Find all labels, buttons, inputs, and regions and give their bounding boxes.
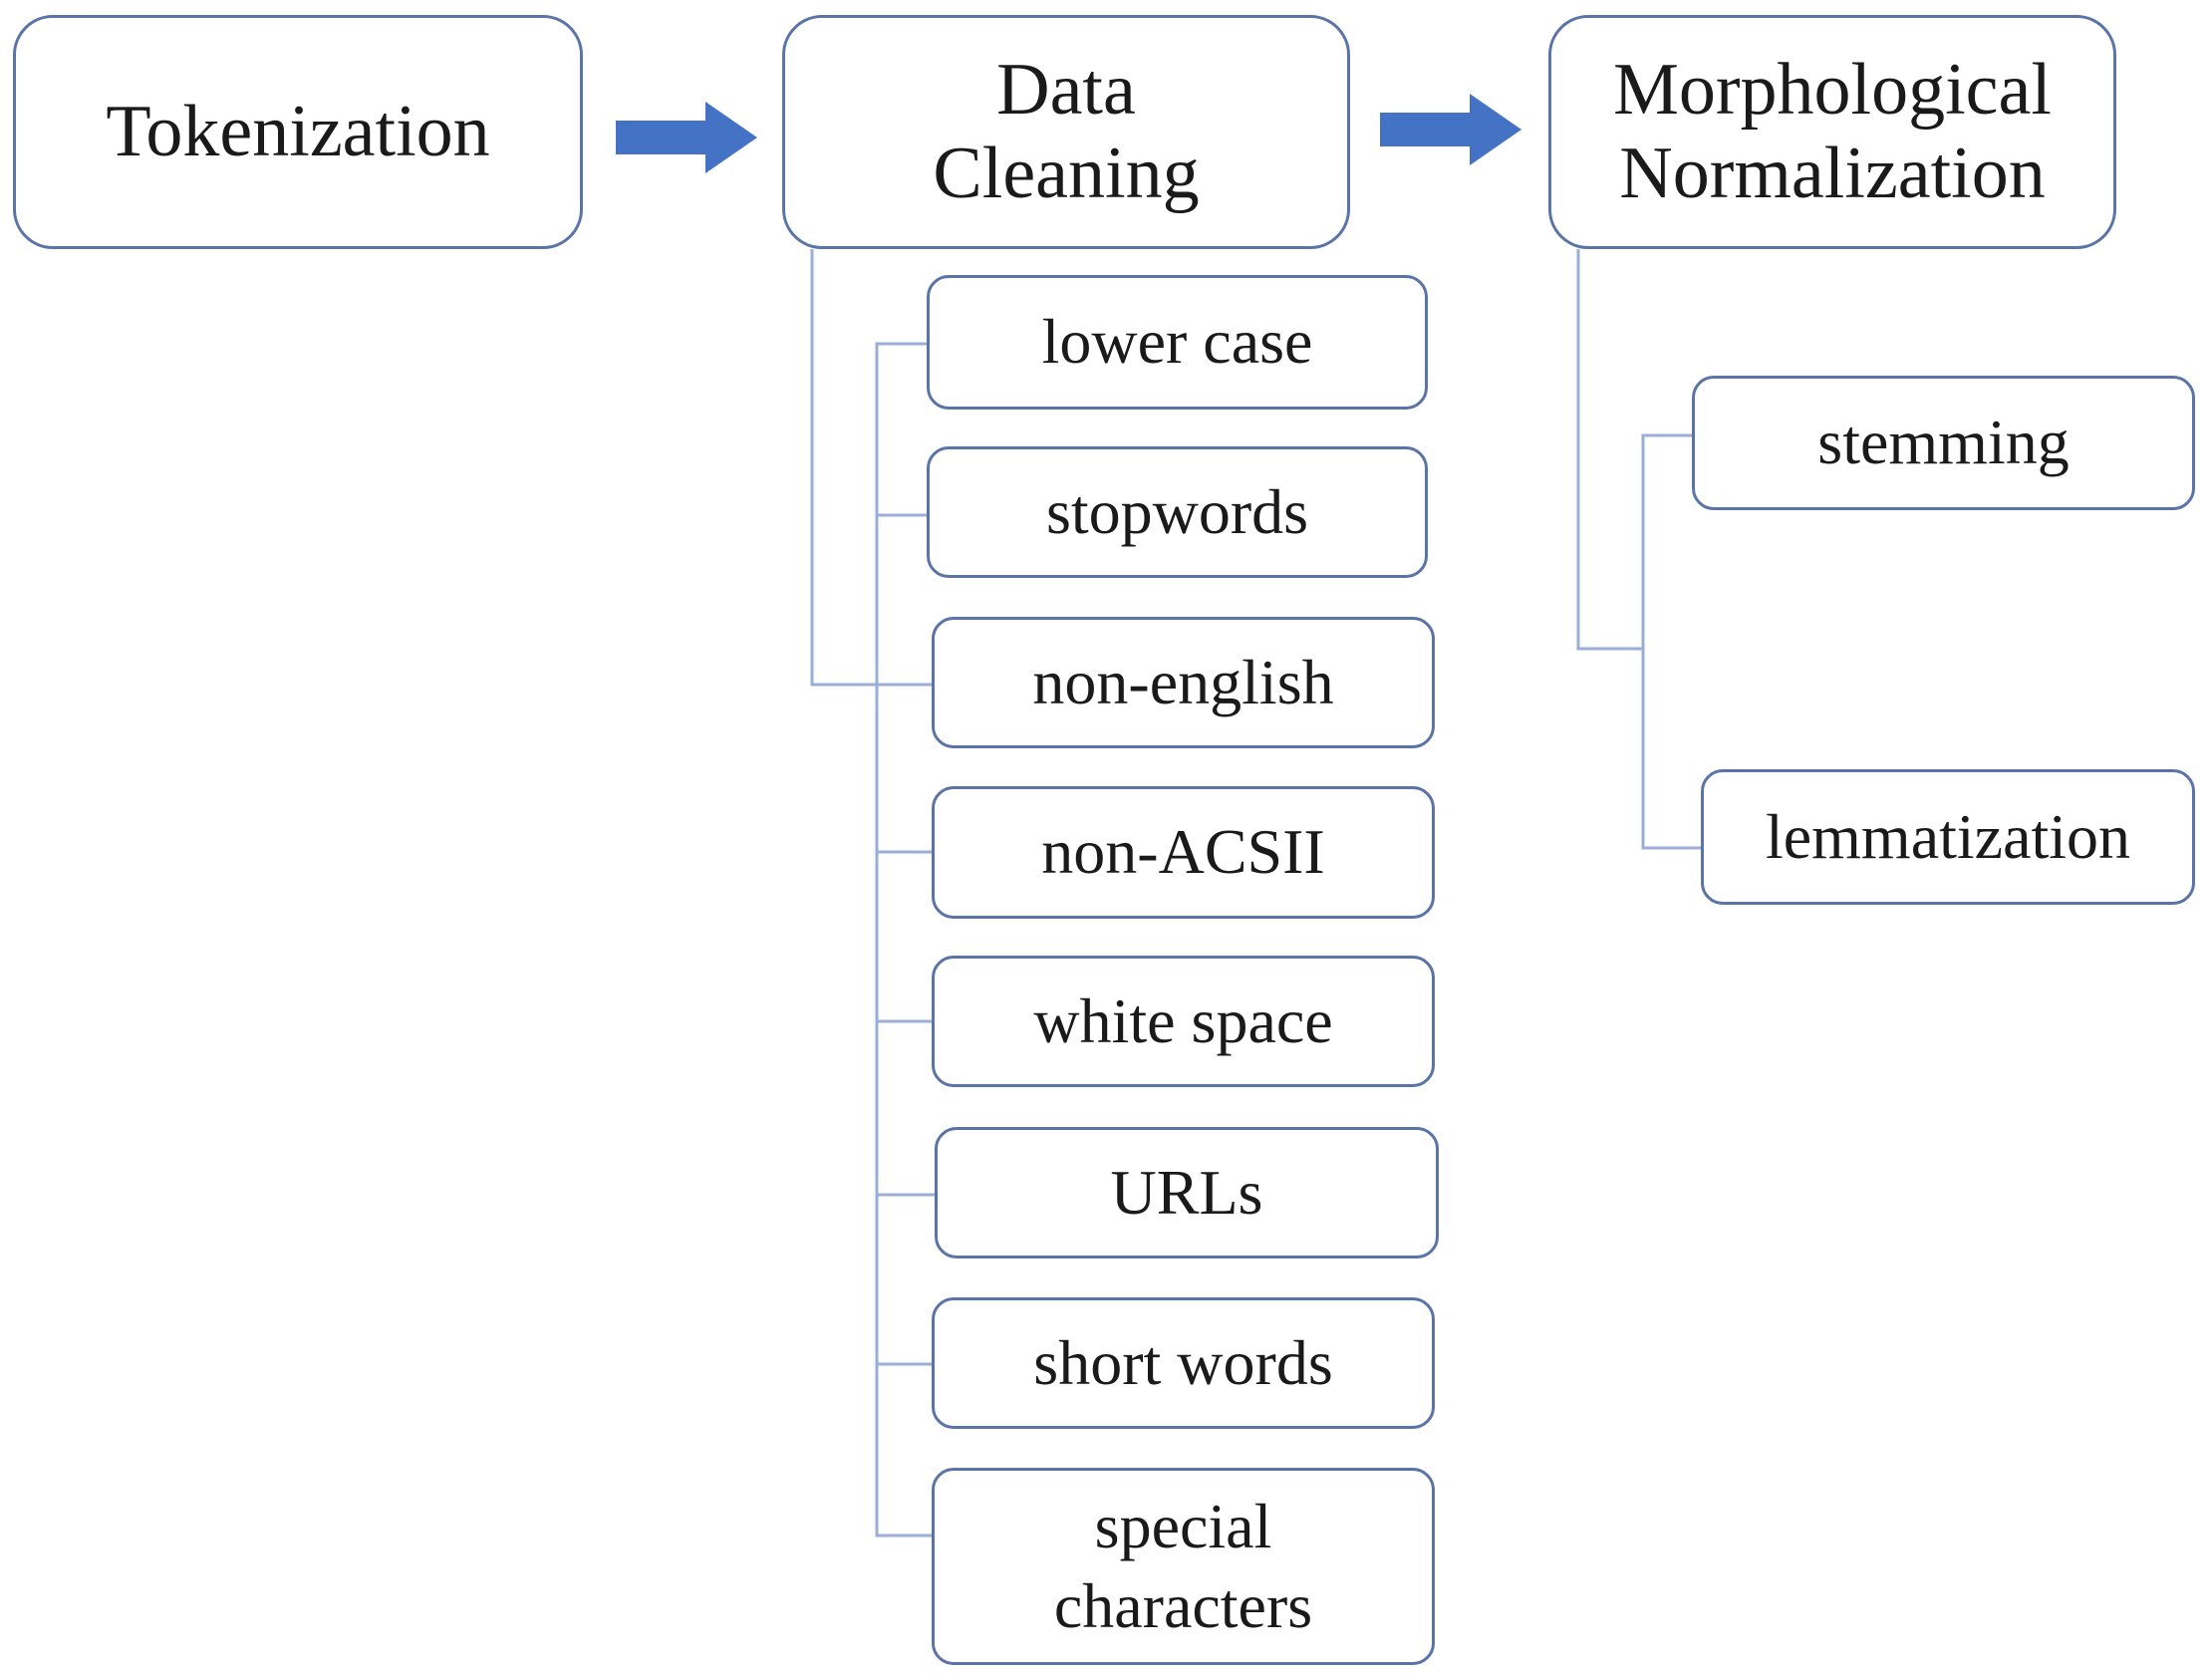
normalization-step-label: lemmatization: [1765, 800, 2131, 872]
cleaning-step-special-characters: special characters: [932, 1468, 1435, 1665]
normalization-tree-lines: [1576, 249, 1703, 850]
cleaning-step-label: short words: [1033, 1326, 1333, 1398]
cleaning-bus-line: [875, 342, 934, 1538]
cleaning-root-line: [810, 249, 932, 687]
stage-data-cleaning-label: Data Cleaning: [933, 48, 1200, 214]
cleaning-step-label: special characters: [1053, 1491, 1313, 1641]
cleaning-step-non-english: non-english: [932, 617, 1435, 748]
stage-morphological-normalization-label: Morphological Normalization: [1613, 48, 2052, 214]
cleaning-step-lower-case: lower case: [927, 275, 1428, 410]
cleaning-step-label: non-english: [1032, 646, 1334, 717]
cleaning-step-label: stopwords: [1045, 475, 1309, 547]
cleaning-step-urls: URLs: [935, 1127, 1439, 1259]
arrow-tokenization-to-cleaning: [616, 102, 757, 173]
cleaning-step-label: white space: [1033, 984, 1333, 1056]
stage-tokenization-label: Tokenization: [106, 90, 490, 172]
stage-tokenization: Tokenization: [13, 15, 583, 249]
cleaning-step-label: URLs: [1110, 1156, 1263, 1228]
normalization-step-lemmatization: lemmatization: [1701, 769, 2195, 905]
normalization-bus-line: [1641, 433, 1703, 850]
cleaning-step-label: non-ACSII: [1041, 816, 1325, 888]
cleaning-step-white-space: white space: [932, 956, 1435, 1087]
arrow-cleaning-to-normalization: [1380, 94, 1521, 165]
cleaning-tree-lines: [810, 249, 937, 1538]
normalization-step-stemming: stemming: [1692, 376, 2195, 510]
normalization-step-label: stemming: [1817, 407, 2070, 478]
cleaning-step-non-acsii: non-ACSII: [932, 786, 1435, 919]
cleaning-step-label: lower case: [1041, 306, 1313, 378]
normalization-root-line: [1576, 249, 1643, 651]
cleaning-step-stopwords: stopwords: [927, 446, 1428, 578]
stage-data-cleaning: Data Cleaning: [782, 15, 1350, 249]
stage-morphological-normalization: Morphological Normalization: [1548, 15, 2116, 249]
cleaning-step-short-words: short words: [932, 1297, 1435, 1429]
